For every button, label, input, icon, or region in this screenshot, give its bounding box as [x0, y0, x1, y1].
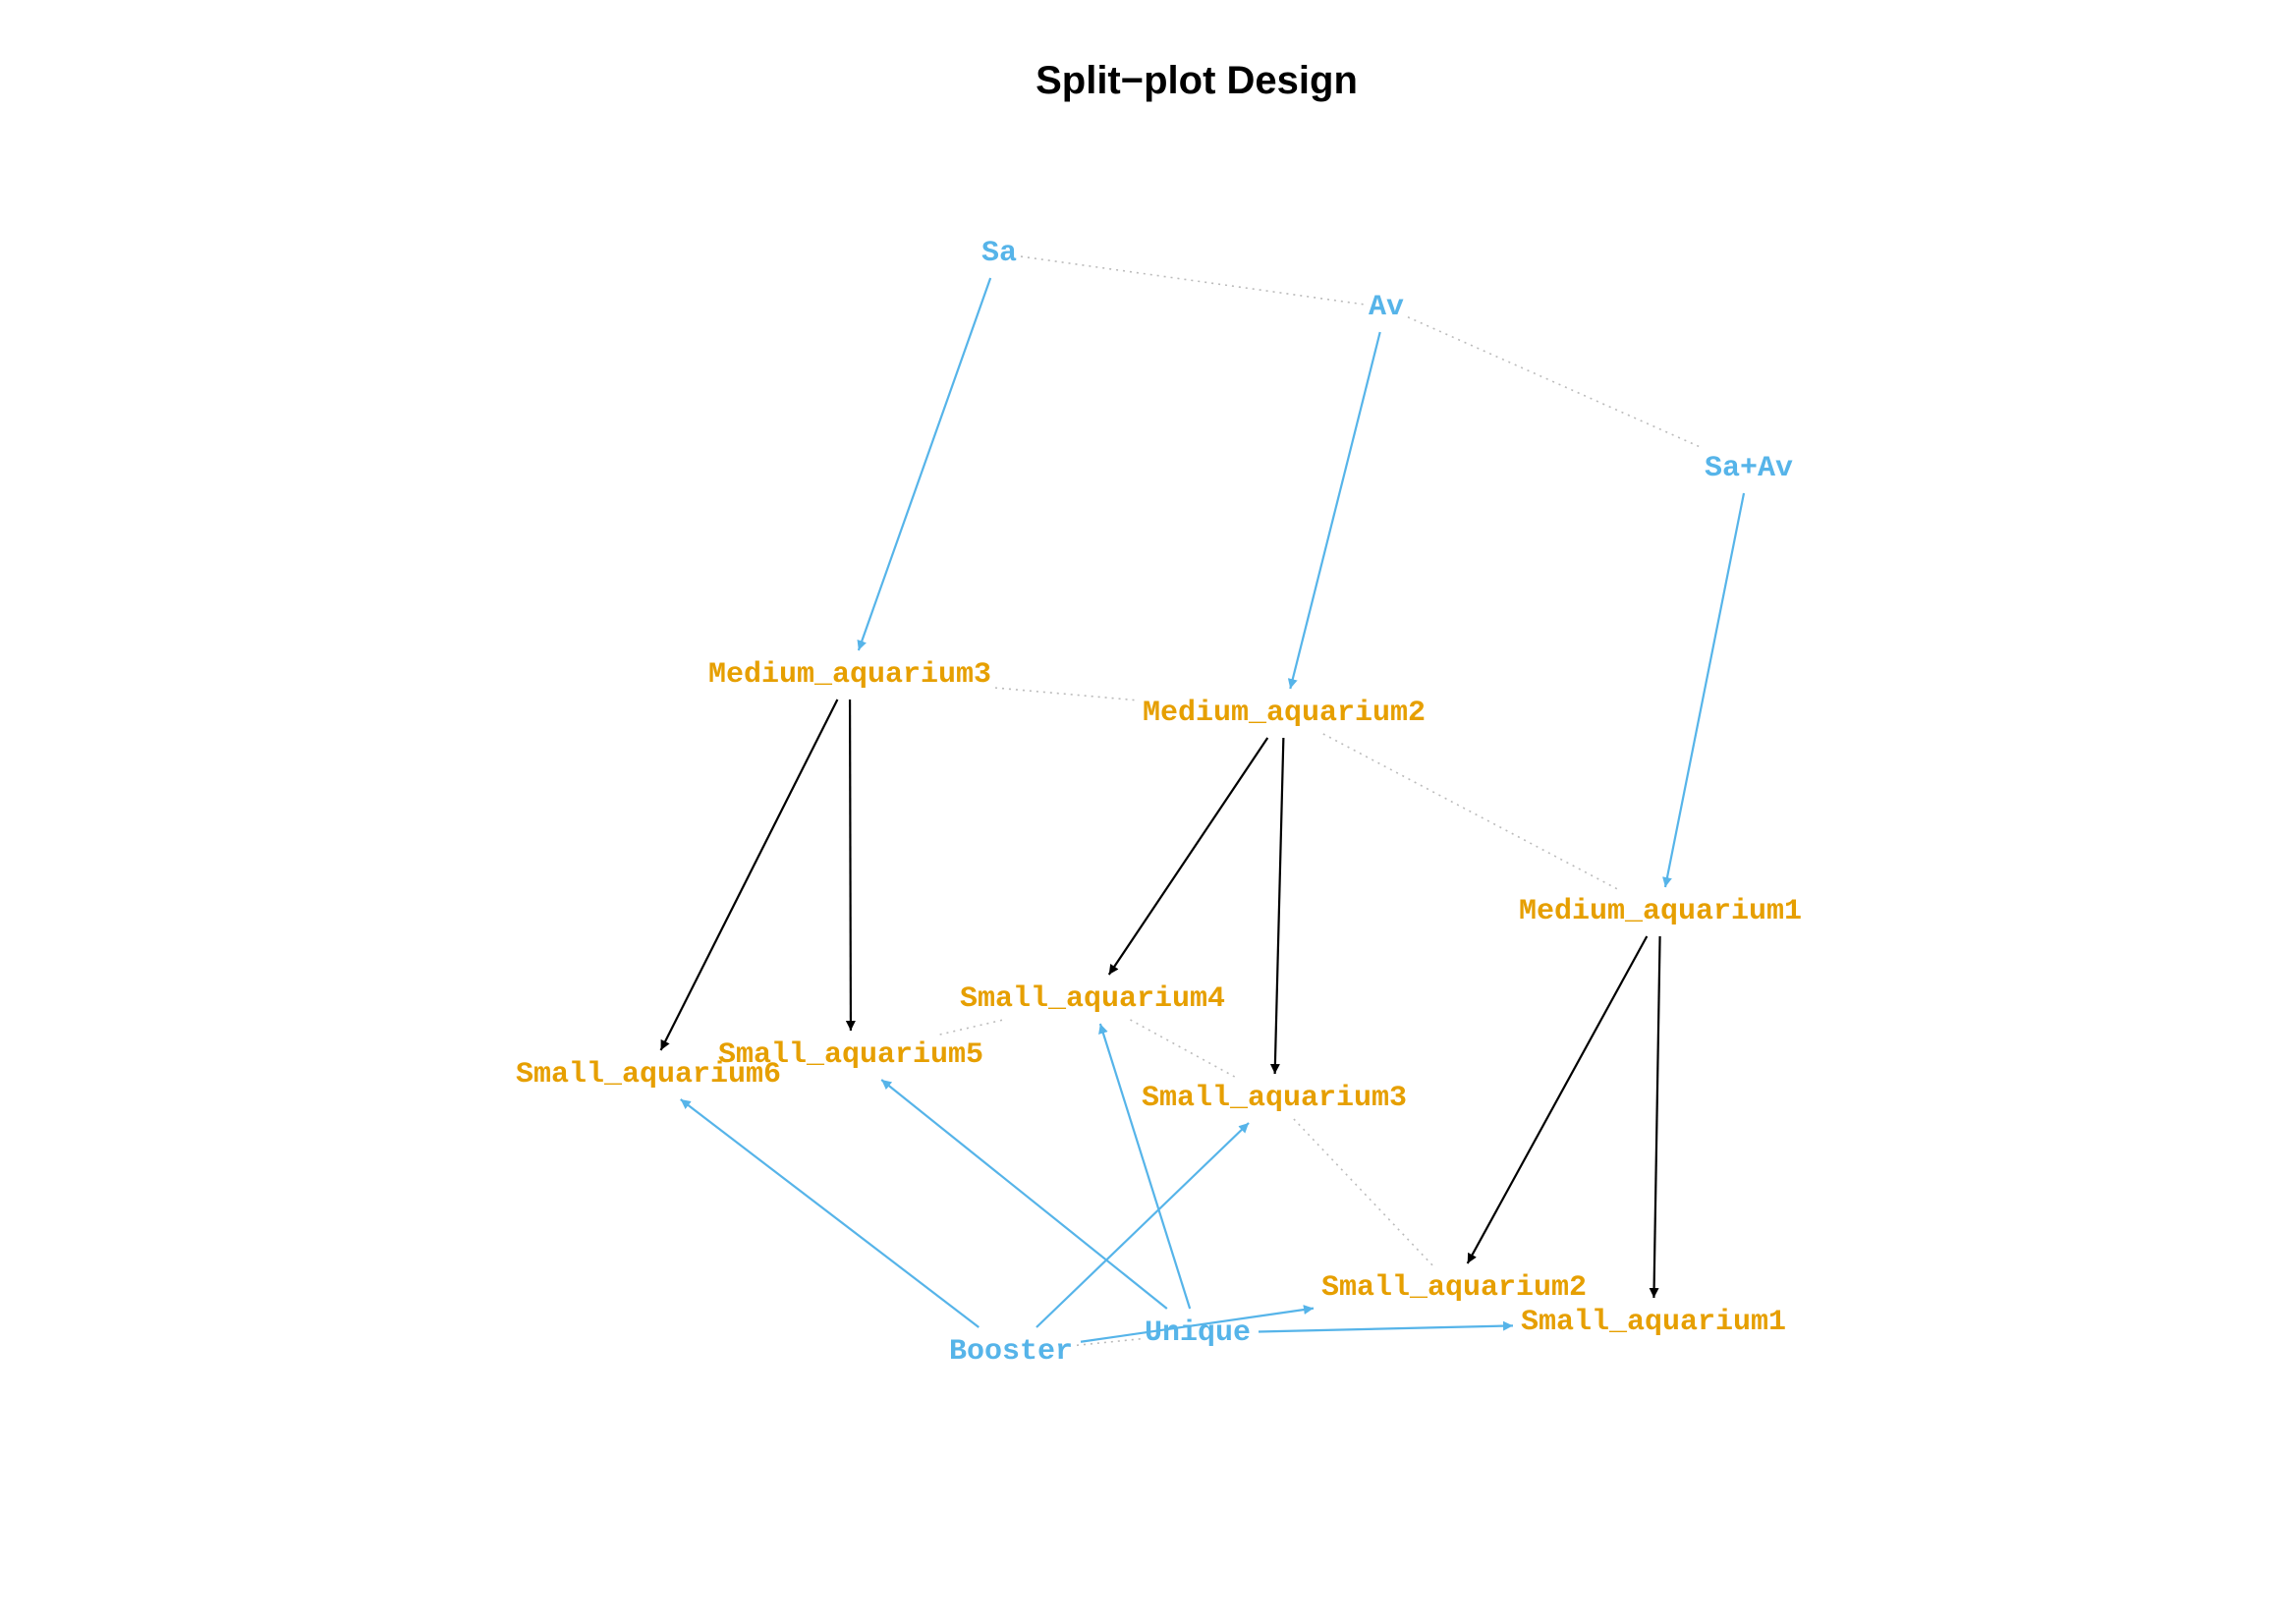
edge-med3-to-small6 [659, 699, 839, 1051]
tie-line-med3-med2 [994, 687, 1140, 701]
edge-med1-to-small2 [1466, 935, 1649, 1264]
tie-line-small3-small2 [1293, 1118, 1435, 1268]
node-small-aquarium3: Small_aquarium3 [1142, 1082, 1407, 1115]
edge-med2-to-small3 [1269, 737, 1285, 1075]
edge-med3-to-small5 [845, 699, 856, 1032]
node-small-aquarium5: Small_aquarium5 [718, 1038, 983, 1072]
node-small-aquarium2: Small_aquarium2 [1321, 1271, 1587, 1305]
node-av: Av [1369, 291, 1404, 324]
node-sa-av: Sa+Av [1705, 452, 1793, 485]
tie-lines [939, 255, 1704, 1347]
edge-med2-to-small4 [1107, 737, 1269, 976]
edge-booster-to-small3 [1036, 1122, 1250, 1328]
tie-line-sa-av [1020, 255, 1366, 306]
edge-unique-to-small4 [1098, 1023, 1192, 1310]
edge-booster-to-small6 [680, 1098, 980, 1328]
edge-saav-to-med1 [1662, 492, 1746, 888]
tie-line-booster-unique [1076, 1338, 1142, 1347]
node-unique: Unique [1145, 1316, 1251, 1350]
node-small-aquarium1: Small_aquarium1 [1521, 1306, 1786, 1339]
nodes: Sa Av Sa+Av Medium_aquarium3 Medium_aqua… [516, 237, 1802, 1369]
tie-line-med2-med1 [1322, 733, 1622, 892]
node-medium-aquarium2: Medium_aquarium2 [1143, 697, 1426, 730]
tie-line-small4-small3 [1130, 1019, 1237, 1079]
edge-unique-to-small1 [1258, 1320, 1514, 1333]
node-small-aquarium6: Small_aquarium6 [516, 1058, 781, 1092]
node-sa: Sa [981, 237, 1017, 270]
edge-booster-to-small2 [1080, 1305, 1315, 1343]
node-medium-aquarium3: Medium_aquarium3 [708, 658, 991, 692]
edges [659, 277, 1746, 1343]
node-booster: Booster [949, 1335, 1073, 1369]
tie-line-av-saav [1407, 316, 1704, 449]
node-small-aquarium4: Small_aquarium4 [960, 982, 1225, 1016]
edge-av-to-med2 [1287, 331, 1381, 690]
diagram-title: Split−plot Design [1036, 59, 1358, 102]
node-medium-aquarium1: Medium_aquarium1 [1519, 895, 1802, 928]
edge-med1-to-small1 [1649, 935, 1661, 1299]
tie-line-small5-small4 [939, 1019, 1004, 1036]
edge-sa-to-med3 [857, 277, 992, 651]
edge-unique-to-small5 [880, 1079, 1168, 1310]
